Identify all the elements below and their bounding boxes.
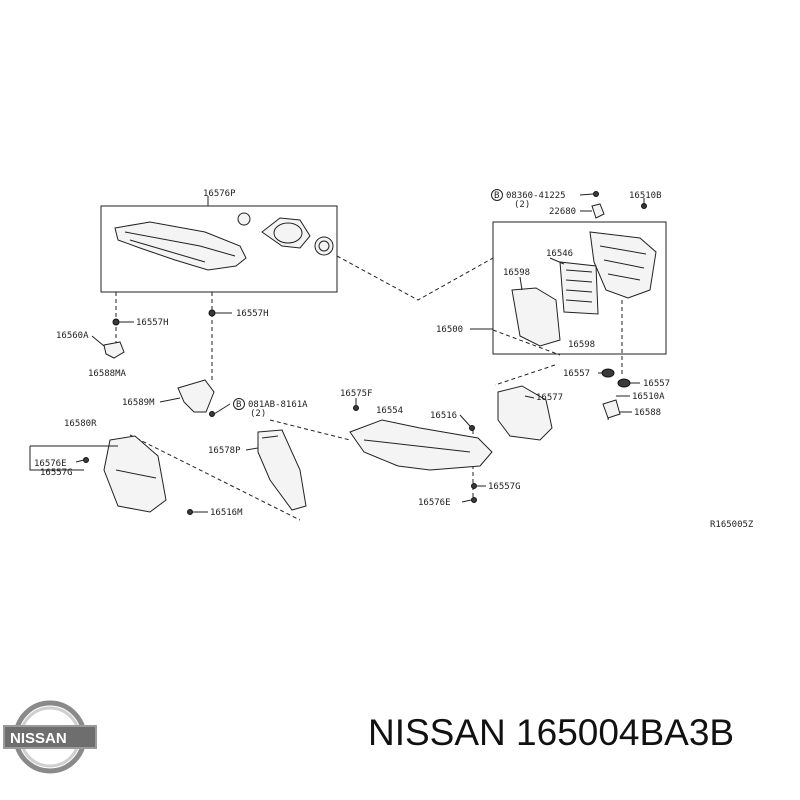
leader [159, 397, 181, 403]
leader [461, 499, 472, 503]
air-cleaner-cover [589, 231, 657, 299]
leader [75, 459, 85, 463]
label-08360-qty: (2) [514, 200, 530, 210]
label-16575f: 16575F [340, 389, 373, 399]
leader [245, 447, 259, 451]
label-16557-right: 16557 [643, 379, 670, 389]
bolt-marker [491, 189, 503, 201]
label-16580r: 16580R [64, 419, 97, 429]
label-16589m: 16589M [122, 398, 155, 408]
resonator-16580r [83, 435, 193, 515]
air-cleaner-group-box [492, 221, 667, 355]
grommet-16557 [601, 368, 631, 388]
label-16557-left: 16557 [563, 369, 590, 379]
label-16557h-right: 16557H [236, 309, 269, 319]
air-filter-element [559, 261, 599, 315]
bracket-16588 [602, 399, 621, 419]
logo-brand-text: NISSAN [10, 730, 67, 747]
lower-air-duct-16554 [349, 405, 493, 503]
label-16500: 16500 [436, 325, 463, 335]
intake-resonator-duct [114, 221, 247, 271]
leader [213, 403, 231, 415]
label-16598-bottom: 16598 [568, 340, 595, 350]
label-16557g-left: 16557G [40, 468, 73, 478]
part-number-title: NISSAN 165004BA3B [368, 712, 735, 753]
leader [519, 276, 523, 291]
label-16510a: 16510A [632, 392, 665, 402]
label-16516: 16516 [430, 411, 457, 421]
label-16557g-right: 16557G [488, 482, 521, 492]
bracket-16560a [103, 341, 125, 359]
label-22680: 22680 [549, 207, 576, 217]
label-08360-41225: 08360-41225 [506, 191, 566, 201]
dashed-link [492, 329, 561, 356]
nissan-logo: NISSAN [3, 700, 97, 774]
label-16546: 16546 [546, 249, 573, 259]
dashed-link [494, 364, 556, 386]
label-16598-top: 16598 [503, 268, 530, 278]
air-cleaner-case [511, 287, 561, 347]
bracket-16589m [177, 379, 215, 417]
label-16560a: 16560A [56, 331, 89, 341]
bolt-marker [233, 398, 245, 410]
label-16516m: 16516M [210, 508, 243, 518]
label-16577: 16577 [536, 393, 563, 403]
label-16576p: 16576P [203, 189, 236, 199]
bolt-marker-letter: B [236, 400, 241, 410]
label-16576e-left: 16576E [34, 459, 67, 469]
leader [459, 414, 471, 427]
clip-16557h-right [208, 309, 216, 317]
label-16588: 16588 [634, 408, 661, 418]
sensor-22680 [591, 191, 647, 219]
leader [524, 395, 535, 399]
leader [29, 446, 84, 471]
intake-hose [237, 212, 334, 256]
leader [91, 335, 105, 347]
label-081ab-8161a: 081AB-8161A [248, 400, 308, 410]
air-duct-16577 [497, 385, 553, 441]
label-16576e-right: 16576E [418, 498, 451, 508]
dashed-link [336, 255, 494, 301]
label-16557h-left: 16557H [136, 318, 169, 328]
duct-16578p [257, 429, 307, 511]
clip-16557h-left [112, 318, 120, 326]
label-16588ma: 16588MA [88, 369, 127, 379]
label-16554: 16554 [376, 406, 403, 416]
diagram-code: R165005Z [710, 520, 754, 530]
bolt-marker-letter: B [494, 191, 499, 201]
label-16510b: 16510B [629, 191, 662, 201]
leader [579, 193, 594, 196]
label-16578p: 16578P [208, 446, 241, 456]
leader [549, 257, 565, 265]
intake-duct-group-box [100, 205, 338, 293]
label-081ab-qty: (2) [250, 409, 266, 419]
dashed-link [129, 434, 301, 521]
